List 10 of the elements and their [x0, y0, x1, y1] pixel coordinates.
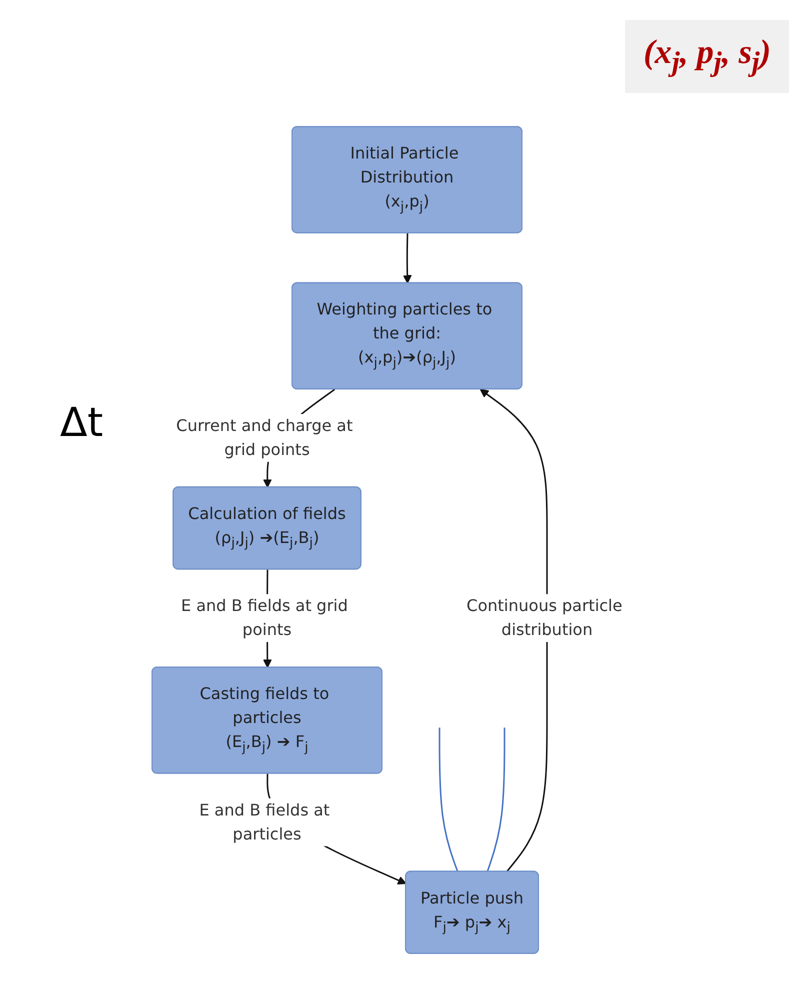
arrow: [402, 233, 412, 284]
time-step-label: Δt: [60, 400, 104, 446]
edge-label: E and B fields at particles: [199, 800, 330, 844]
edge-label: E and B fields at grid points: [181, 596, 348, 640]
connector: [438, 728, 458, 872]
connector: [486, 728, 506, 872]
edge-label: Current and charge at grid points: [176, 416, 353, 459]
edge-label: Continuous particle distribution: [466, 596, 622, 640]
arrow: [480, 389, 548, 872]
formula-label: (x$_{j}$, p$_{j}$, s$_{j}$): [625, 20, 789, 93]
